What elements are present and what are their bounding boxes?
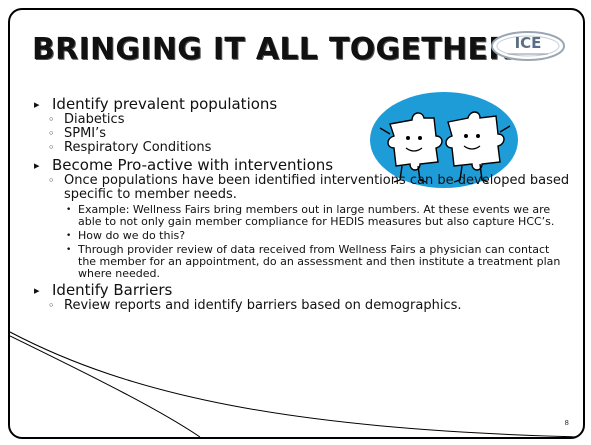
bullet-text: Identify Barriers (52, 281, 173, 299)
bullet-item: ▸ Identify prevalent populations (30, 96, 570, 113)
sub-bullet-item: ◦ SPMI’s (30, 127, 570, 141)
page-number: 8 (564, 419, 569, 427)
triangle-bullet-icon: ▸ (34, 284, 40, 297)
bullet-text: Identify prevalent populations (52, 95, 278, 113)
bullet-item: ▸ Identify Barriers (30, 282, 570, 299)
sub-bullet-item: ◦ Diabetics (30, 113, 570, 127)
sub-sub-bullet-text: Example: Wellness Fairs bring members ou… (78, 203, 555, 228)
dot-bullet-icon: • (66, 205, 72, 215)
sub-sub-bullet-item: • How do we do this? (30, 230, 570, 242)
circle-bullet-icon: ◦ (48, 299, 55, 312)
slide-title: BRINGING IT ALL TOGETHER (32, 32, 512, 67)
sub-bullet-item: ◦ Once populations have been identified … (30, 174, 570, 202)
sub-sub-bullet-text: Through provider review of data received… (78, 243, 561, 280)
ice-logo: ICE (491, 31, 565, 61)
triangle-bullet-icon: ▸ (34, 98, 40, 111)
sub-sub-bullet-item: • Through provider review of data receiv… (30, 244, 570, 280)
triangle-bullet-icon: ▸ (34, 159, 40, 172)
dot-bullet-icon: • (66, 245, 72, 255)
sub-bullet-text: Diabetics (64, 112, 125, 127)
sub-bullet-item: ◦ Review reports and identify barriers b… (30, 299, 570, 313)
sub-bullet-text: Once populations have been identified in… (64, 173, 570, 202)
sub-sub-bullet-item: • Example: Wellness Fairs bring members … (30, 204, 570, 228)
bullet-item: ▸ Become Pro-active with interventions (30, 157, 570, 174)
circle-bullet-icon: ◦ (48, 174, 55, 187)
bullet-list: ▸ Identify prevalent populations ◦ Diabe… (30, 96, 570, 313)
sub-sub-bullet-text: How do we do this? (78, 229, 186, 242)
sub-bullet-text: Respiratory Conditions (64, 140, 212, 155)
sub-bullet-text: Review reports and identify barriers bas… (64, 298, 462, 313)
sub-bullet-text: SPMI’s (64, 126, 107, 141)
puzzle-pieces-icon (370, 92, 518, 188)
decorative-curves (10, 331, 583, 437)
bullet-text: Become Pro-active with interventions (52, 156, 334, 174)
dot-bullet-icon: • (66, 231, 72, 241)
sub-bullet-item: ◦ Respiratory Conditions (30, 141, 570, 155)
circle-bullet-icon: ◦ (48, 127, 55, 140)
circle-bullet-icon: ◦ (48, 141, 55, 154)
slide: BRINGING IT ALL TOGETHER ICE ▸ Identify … (8, 8, 585, 439)
circle-bullet-icon: ◦ (48, 113, 55, 126)
logo-text: ICE (515, 34, 542, 52)
